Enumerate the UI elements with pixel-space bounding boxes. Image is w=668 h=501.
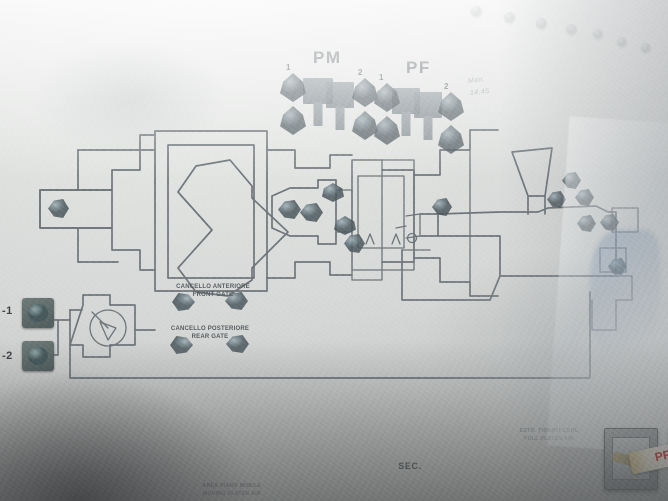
pm-1-diamond <box>280 73 306 135</box>
top-lamp-7[interactable] <box>641 43 651 53</box>
pf-2-diamond <box>438 92 464 154</box>
core-pull-label-it: ESTR. TIRANTI CORE <box>519 428 579 434</box>
front-gate-label-en: FRONT GATE <box>192 292 234 298</box>
pm-1-number: 1 <box>286 63 291 72</box>
clamp-indicator-left <box>48 199 69 218</box>
pm-1-diamond-up <box>280 73 306 102</box>
nozzle-lamp-down <box>334 216 356 235</box>
platen-area-label-en: MOVING PLATEN AIR <box>203 491 261 497</box>
selector-2-edge-label: -2 <box>2 350 13 362</box>
sec-label: SEC. <box>398 461 422 471</box>
injection-lamp-b <box>300 203 323 222</box>
pf-pad-b-stem <box>423 116 433 140</box>
top-lamp-1[interactable] <box>471 6 482 17</box>
pm-header: PM <box>313 48 342 67</box>
selector-button-2[interactable] <box>22 341 54 371</box>
nozzle-lamp-up <box>322 183 344 202</box>
top-lamp-4[interactable] <box>566 24 577 35</box>
top-lamp-6[interactable] <box>617 37 627 47</box>
top-lamp-5[interactable] <box>593 29 603 39</box>
selector-button-1[interactable] <box>22 298 54 328</box>
top-lamp-2[interactable] <box>504 12 515 23</box>
pf-1-diamond <box>374 83 400 145</box>
pm-2-number: 2 <box>358 68 363 77</box>
pm-1-diamond-down <box>280 106 306 135</box>
rear-gate-label-en: REAR GATE <box>191 334 229 340</box>
carriage-lamp <box>344 234 365 253</box>
pf-1-diamond-down <box>374 116 400 145</box>
front-gate-label-it: CANCELLO ANTERIORE <box>176 284 250 290</box>
injection-lamp-a <box>278 200 301 219</box>
pf-2-number: 2 <box>444 82 449 91</box>
pf-2-diamond-down <box>438 125 464 154</box>
selector-1-edge-label: -1 <box>2 305 13 317</box>
pm-pad-b <box>326 82 354 130</box>
pf-pad-a-stem <box>401 112 411 136</box>
rear-gate-label-it: CANCELLO POSTERIORE <box>170 326 250 332</box>
pf-2-diamond-up <box>438 92 464 121</box>
platen-area-label-it: AREA PIANO MOBILE <box>202 483 262 489</box>
pm-pad-b-stem <box>335 106 345 130</box>
pf-1-diamond-up <box>374 83 400 112</box>
pf-1-number: 1 <box>379 73 384 82</box>
core-pull-label-en: PULL PLATEN AIR <box>524 436 574 442</box>
pm-pad-a-stem <box>313 102 323 126</box>
top-lamp-3[interactable] <box>536 18 547 29</box>
pf-header: PF <box>406 58 431 77</box>
mold-lamp <box>432 198 452 216</box>
key-tag-text: PR <box>653 447 668 465</box>
